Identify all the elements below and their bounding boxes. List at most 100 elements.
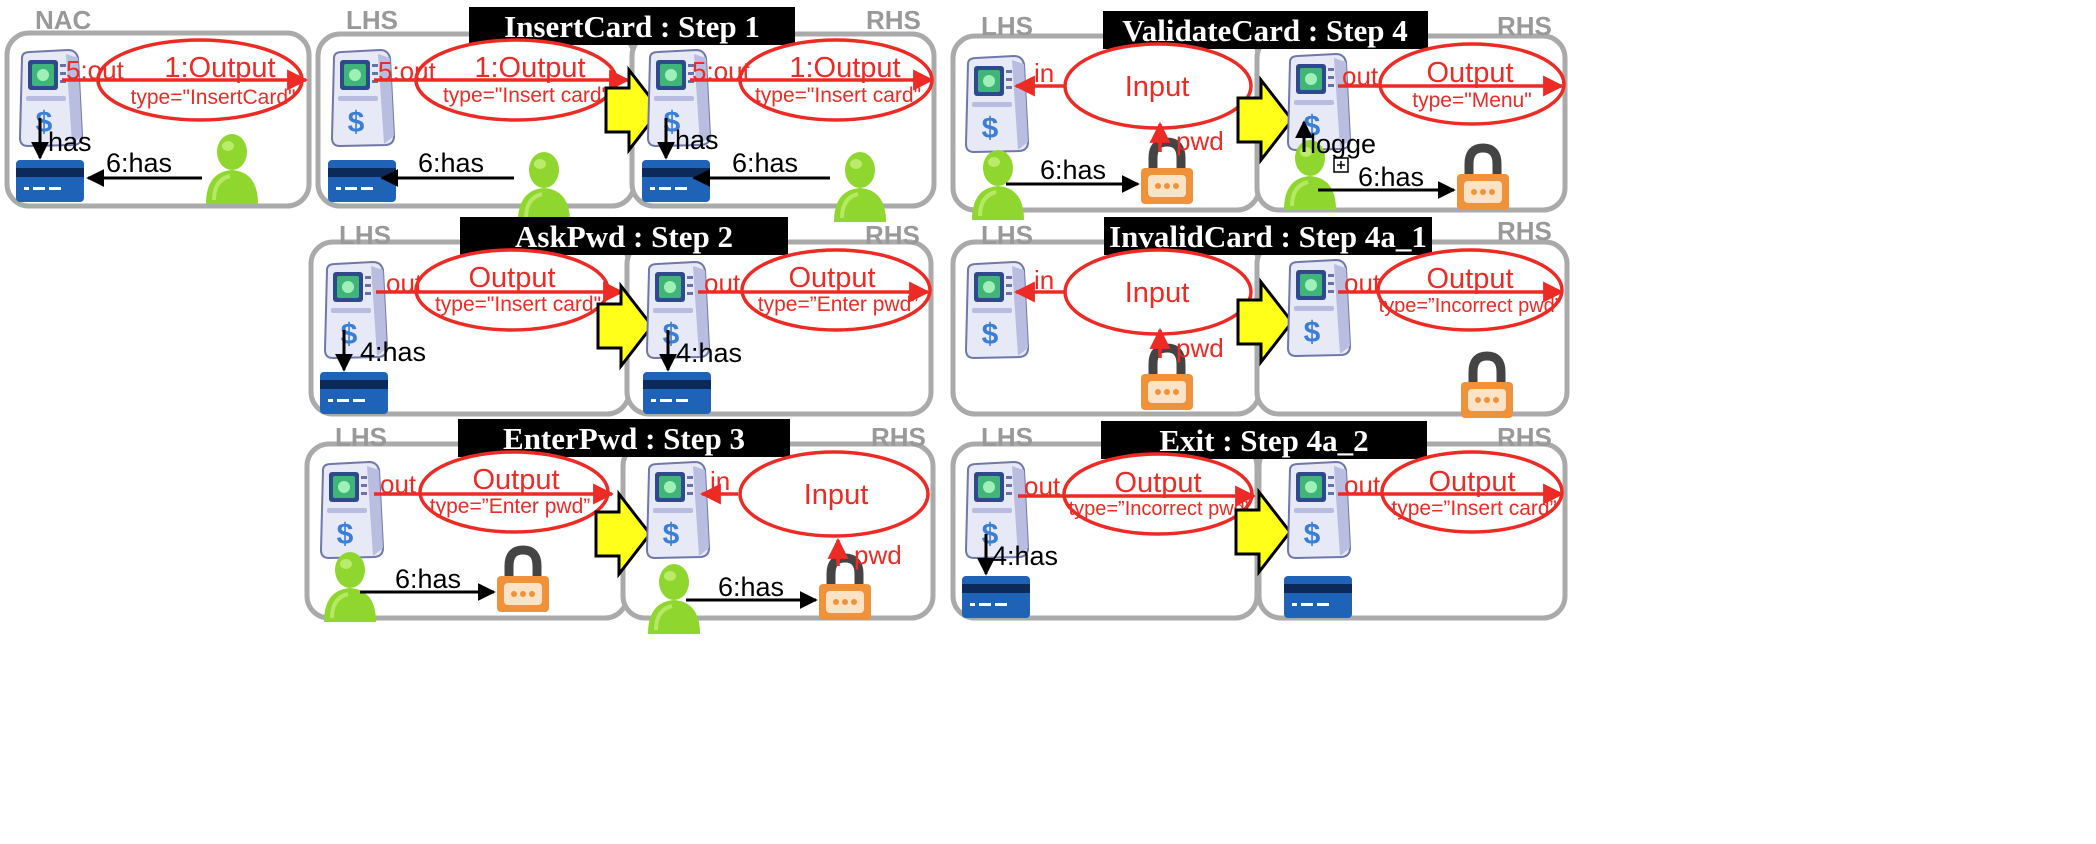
atm-card-edge-label: 4:has [992,541,1058,571]
output-node-title: Output [472,464,559,496]
credit-card-icon [642,160,710,202]
user-card-edge-label: 6:has [732,148,798,178]
user-lock-edge-label: 6:has [1040,155,1106,185]
rhs-tag: RHS [871,422,926,452]
atm-icon [646,461,710,559]
out-edge-label: out [1344,470,1381,500]
logged-edge-label: logge [1310,129,1376,159]
yellow-transform-arrow-icon [596,281,654,371]
user-card-edge-label: 6:has [106,148,172,178]
rhs-tag: RHS [1497,11,1552,41]
user-lock-edge-label: 6:has [718,572,784,602]
output-node-type: type="Insert card" [435,293,601,316]
atm-card-edge-label: 4:has [360,337,426,367]
rule-insertcard: LHS RHS InsertCard : Step 1 5:out 1:Outp… [315,5,937,224]
rule-validatecard: LHS RHS ValidateCard : Step 4 in Input 6… [950,11,1568,222]
nac-tag: NAC [35,5,92,35]
user-lock-edge-label: 6:has [1358,162,1424,192]
output-node-type: type=”Incorrect pwd” [1069,498,1252,520]
rule-title: EnterPwd : Step 3 [503,421,745,456]
output-node-type: type="InsertCard" [131,86,296,109]
input-node-title: Input [1125,71,1190,103]
out-edge-label: 5:out [692,56,751,86]
output-node-title: Output [1426,263,1513,295]
out-edge-label: 5:out [378,56,437,86]
lhs-tag: LHS [981,422,1033,452]
yellow-transform-arrow-icon [594,489,652,579]
pwd-edge-label: pwd [1176,333,1224,363]
atm-card-edge-label: has [675,125,719,155]
credit-card-icon [1284,576,1352,618]
out-edge-label: out [386,268,423,298]
credit-card-icon [16,160,84,202]
out-edge-label: out [380,469,417,499]
output-node-title: 1:Output [474,52,585,84]
input-node [738,450,930,538]
lhs-tag: LHS [346,5,398,35]
out-edge-label: out [1024,471,1061,501]
yellow-transform-arrow-icon [604,65,662,155]
atm-icon [320,461,384,559]
lhs-tag: LHS [339,220,391,250]
output-node-type: type="Menu" [1412,89,1531,112]
out-edge-label: out [1342,61,1379,91]
in-edge-label: in [710,466,730,496]
credit-card-icon [643,372,711,414]
credit-card-icon [328,160,396,202]
yellow-transform-arrow-icon [1236,277,1294,367]
rule-title: AskPwd : Step 2 [515,219,733,254]
nac-pane: NAC 5:out 1:Output type="InsertCard" has… [4,5,312,209]
rule-title: Exit : Step 4a_2 [1159,423,1368,458]
output-node-title: 1:Output [164,52,275,84]
user-lock-edge-label: 6:has [395,564,461,594]
output-node-title: Output [1114,467,1201,499]
lhs-tag: LHS [335,422,387,452]
pwd-edge-label: pwd [854,540,902,570]
output-node-type: type=”Insert card” [1391,497,1556,520]
output-node-type: type=”Incorrect pwd” [1379,295,1562,317]
atm-icon [1287,259,1351,357]
atm-icon [965,55,1029,153]
output-node-type: type="Insert card" [443,84,609,107]
output-node-title: Output [788,262,875,294]
out-edge-label: 5:out [66,55,125,85]
rule-exit: LHS RHS Exit : Step 4a_2 out Output type… [950,421,1568,621]
input-node-title: Input [1125,277,1190,309]
rule-askpwd: LHS RHS AskPwd : Step 2 out Output type=… [308,217,934,417]
atm-icon [1287,461,1351,559]
rule-invalidcard: LHS RHS InvalidCard : Step 4a_1 in Input… [950,216,1570,418]
output-node-title: Output [1428,466,1515,498]
rhs-tag: RHS [865,220,920,250]
lhs-tag: LHS [981,220,1033,250]
out-edge-label: out [704,268,741,298]
rhs-tag: RHS [1497,216,1552,246]
output-node-type: type=”Enter pwd” [430,495,591,518]
yellow-transform-arrow-icon [1234,487,1292,577]
expand-icon [1333,157,1349,173]
output-node-type: type="Insert card" [755,84,921,107]
lhs-tag: LHS [981,11,1033,41]
in-edge-label: in [1034,265,1054,295]
atm-icon [965,261,1029,359]
output-node-type: type=”Enter pwd” [758,293,919,316]
credit-card-icon [320,372,388,414]
rhs-tag: RHS [1497,422,1552,452]
output-node-title: Output [468,262,555,294]
input-node-title: Input [804,479,869,511]
rule-title: InvalidCard : Step 4a_1 [1109,219,1427,254]
output-node-title: Output [1426,57,1513,89]
rhs-tag: RHS [866,5,921,35]
rule-title: InsertCard : Step 1 [504,9,760,44]
output-node-title: 1:Output [789,52,900,84]
user-card-edge-label: 6:has [418,148,484,178]
rule-title: ValidateCard : Step 4 [1122,13,1408,48]
in-edge-label: in [1034,58,1054,88]
credit-card-icon [962,576,1030,618]
pwd-edge-label: pwd [1176,126,1224,156]
atm-card-edge-label: 4:has [676,338,742,368]
atm-card-edge-label: has [48,127,92,157]
out-edge-label: out [1344,268,1381,298]
rule-enterpwd: LHS RHS EnterPwd : Step 3 out Output typ… [304,419,936,636]
yellow-transform-arrow-icon [1236,75,1294,165]
